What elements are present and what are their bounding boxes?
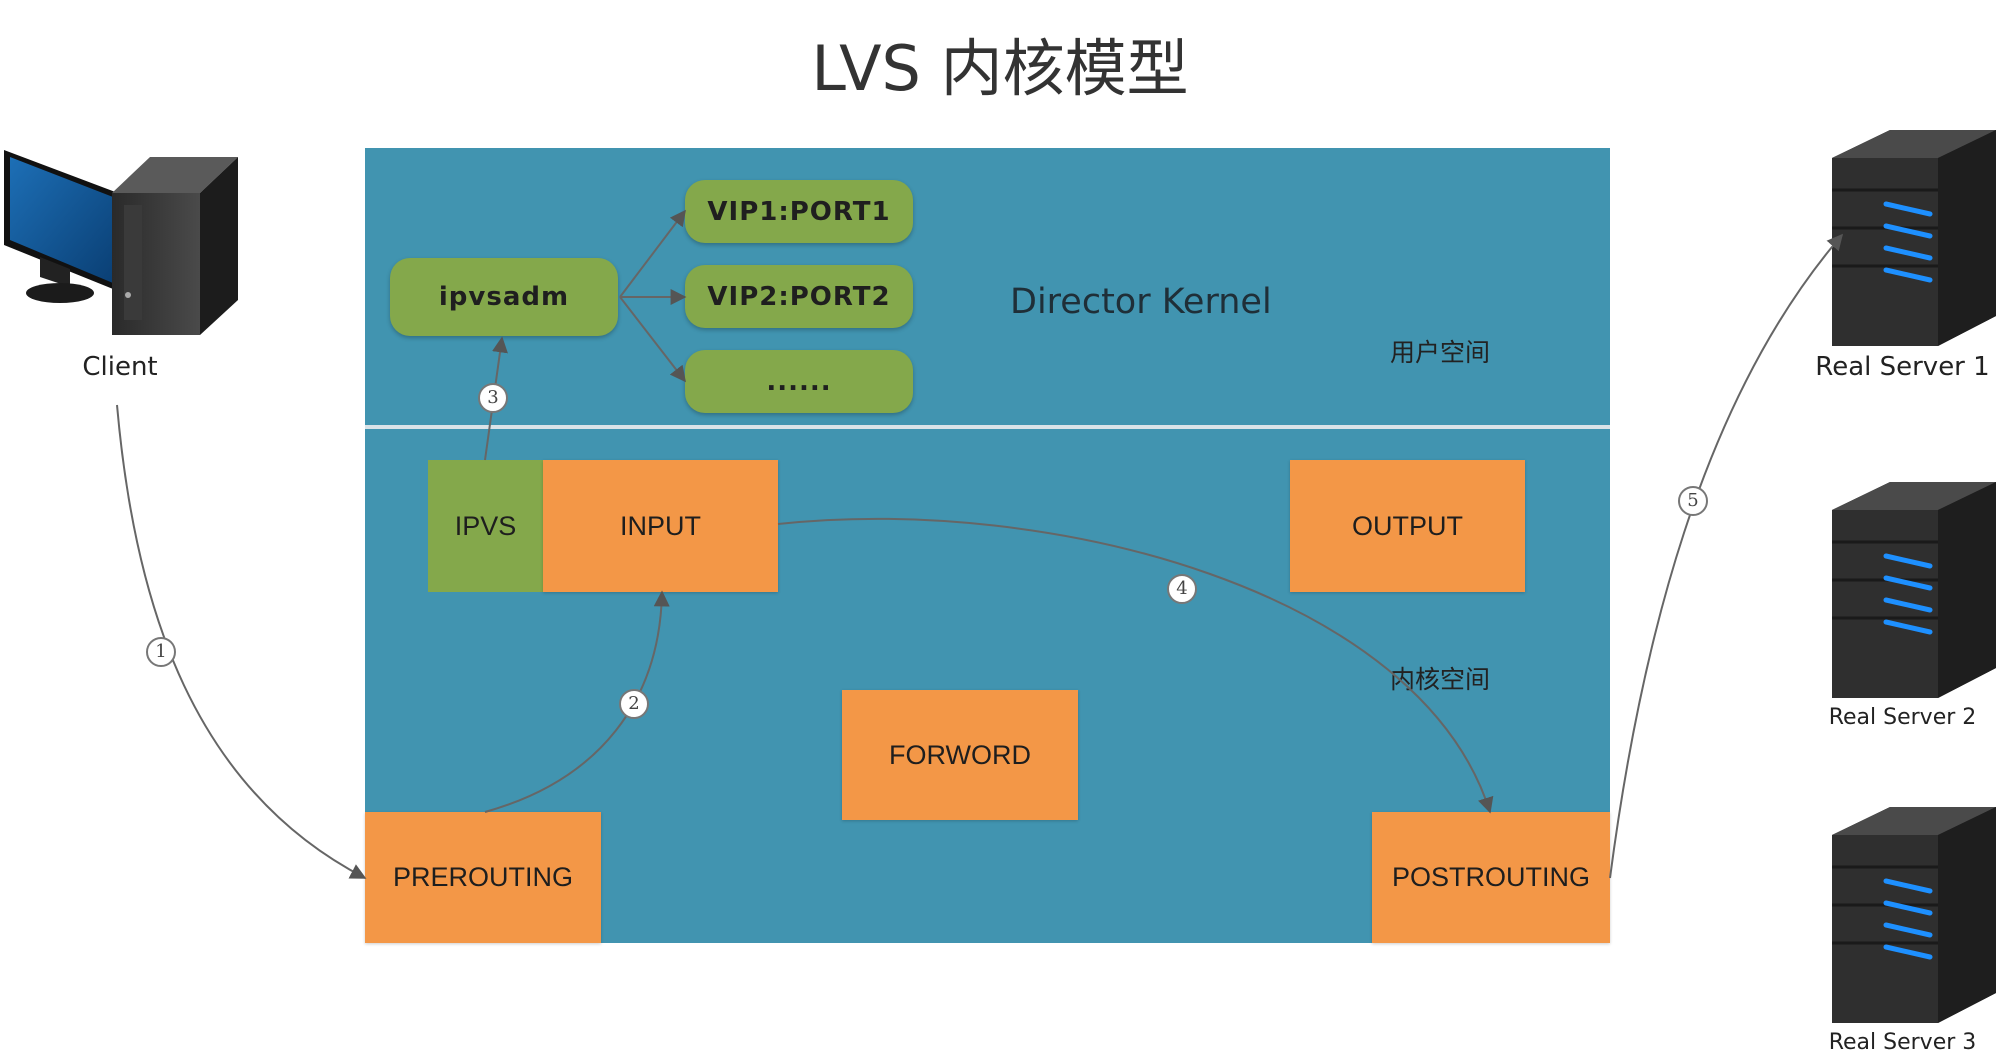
input-hook: INPUT (543, 460, 778, 592)
prerouting-hook: PREROUTING (365, 812, 601, 943)
director-kernel-label: Director Kernel (1010, 282, 1272, 322)
step-marker-4: 4 (1166, 573, 1198, 605)
server-icon-2 (1820, 480, 2000, 698)
vip-node-more: ...... (685, 350, 913, 413)
step-marker-1: 1 (145, 636, 177, 668)
step-number-2: 2 (628, 693, 640, 714)
ipvsadm-node: ipvsadm (390, 258, 618, 336)
step-number-4: 4 (1176, 578, 1188, 599)
user-space-label: 用户空间 (1390, 338, 1491, 367)
server-icon-3 (1820, 805, 2000, 1023)
forword-hook: FORWORD (842, 690, 1078, 820)
kernel-space-label: 内核空间 (1390, 665, 1491, 694)
step-marker-2: 2 (618, 688, 650, 720)
server-label-2: Real Server 2 (1828, 705, 1977, 730)
arrow-ipvsadm-more (619, 296, 686, 383)
step-marker-3: 3 (477, 382, 509, 414)
postrouting-hook: POSTROUTING (1372, 812, 1610, 943)
client-computer-icon (0, 145, 245, 340)
server-label-1: Real Server 1 (1815, 352, 1990, 382)
arrow-prerouting-input (484, 590, 670, 813)
client-label: Client (82, 352, 158, 382)
diagram-title: LVS 内核模型 (811, 32, 1189, 105)
vip-node-2: VIP2:PORT2 (685, 265, 913, 328)
step-number-5: 5 (1687, 490, 1699, 511)
arrow-client-prerouting (116, 404, 367, 879)
output-hook: OUTPUT (1290, 460, 1525, 592)
step-number-3: 3 (487, 387, 499, 408)
user-kernel-divider (365, 425, 1610, 429)
server-label-3: Real Server 3 (1828, 1030, 1977, 1055)
arrow-postrouting-server (1609, 233, 1844, 879)
vip-node-1: VIP1:PORT1 (685, 180, 913, 243)
arrow-input-postrouting (777, 518, 1494, 814)
server-icon-1 (1820, 128, 2000, 346)
step-marker-5: 5 (1677, 485, 1709, 517)
arrow-ipvsadm-vip1 (619, 209, 686, 298)
step-number-1: 1 (155, 641, 167, 662)
ipvs-hook: IPVS (428, 460, 543, 592)
